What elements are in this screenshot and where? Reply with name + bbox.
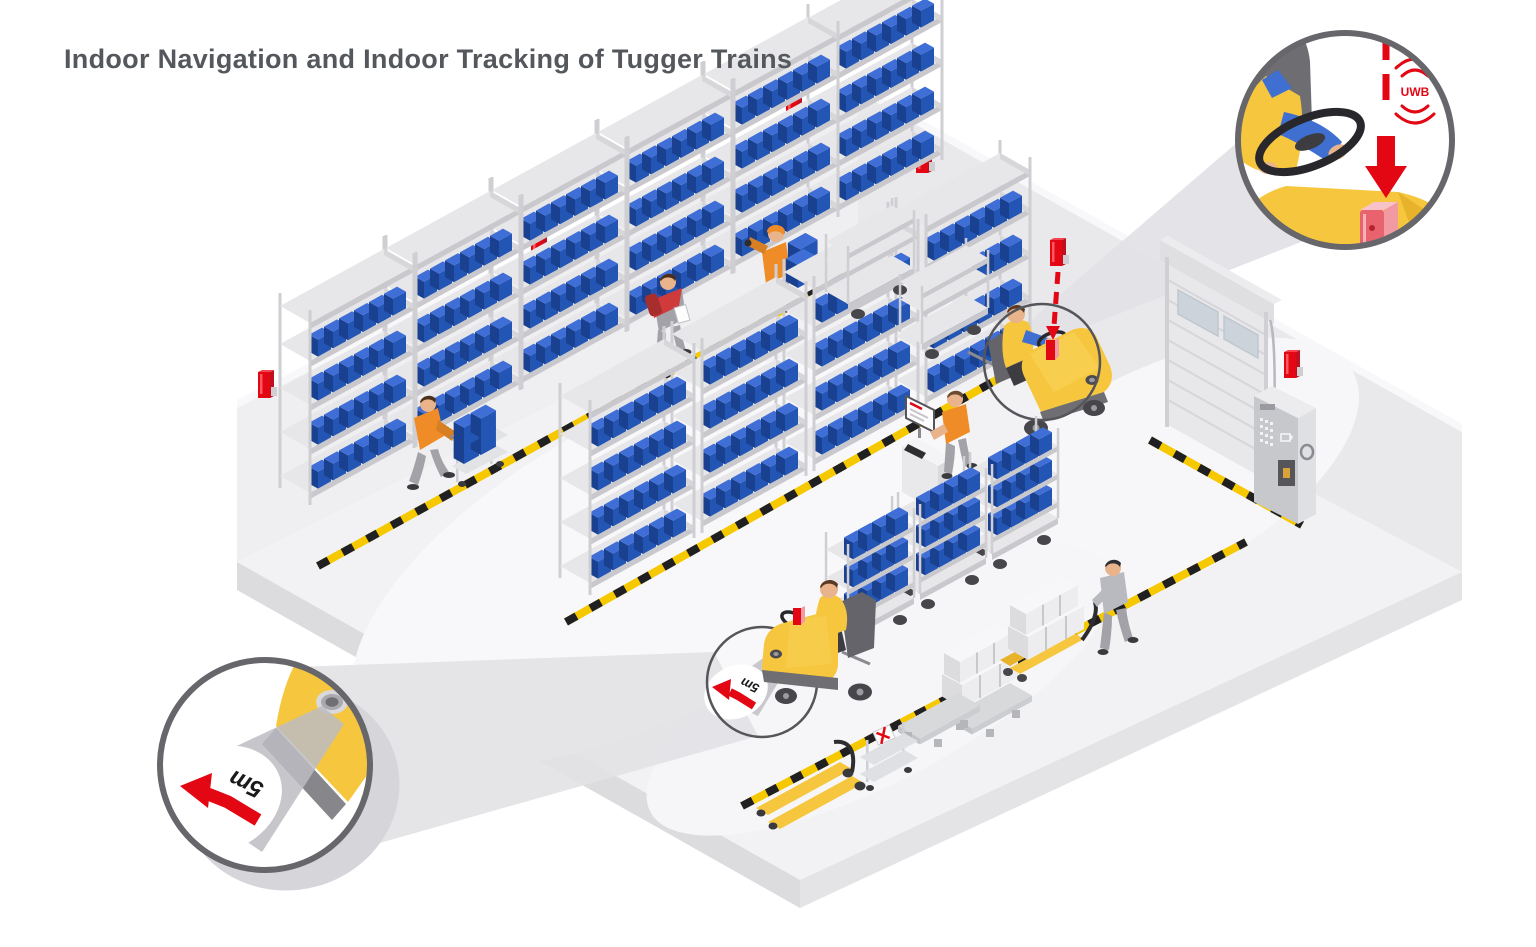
vending-machine [1254,386,1316,524]
tugger-train-bottom: 5m [704,416,1059,739]
projection-arrow-icon [205,787,262,826]
projector-lens-icon [773,652,779,656]
projector-lens-icon [1089,377,1095,383]
driver-seat [840,592,876,658]
uwb-label: UWB [1401,85,1430,99]
worker-pallet-truck [1092,559,1139,655]
uwb-tag-icon [1046,338,1059,360]
worker-at-terminal [930,390,978,479]
keyboard [904,444,926,459]
worker-pulling-cart [407,395,508,490]
callout-circle-border [1235,30,1455,250]
door-roller-housing [1160,240,1274,324]
uwb-ranging-line [1051,271,1061,327]
driver-vest [1239,76,1303,174]
tugger-train-top [825,198,1112,437]
clipboard [673,304,691,324]
hard-hat-icon [767,225,785,235]
pallet-zone [756,559,1139,830]
door-window [1177,288,1219,338]
projection-arrow-icon [728,688,757,710]
projection-distance-label: 5m [738,675,762,697]
backpack [644,293,663,317]
vending-button-grid [1260,418,1273,446]
picking-cart [449,404,508,487]
high-speed-door [1160,236,1282,482]
trolley-with-sign [860,722,918,791]
uwb-tag-icon [793,606,805,625]
hazard-stripe [564,348,1048,626]
callout-floor-projection: 5m [157,657,400,891]
steering-wheel-icon [1255,107,1365,177]
cart-hitch [841,650,871,666]
projector-lens-icon [325,697,339,707]
tracking-highlight-circle [982,302,1102,422]
cart-hitch [967,350,997,368]
hand-pallet-jack [756,739,866,830]
door-window [1223,314,1259,360]
tugger-hood [762,612,838,682]
down-arrow-icon [1377,136,1395,166]
uwb-tag-icon [1360,202,1398,247]
callout-beam-top [996,134,1306,362]
page-title: Indoor Navigation and Indoor Tracking of… [64,44,792,74]
kiosk-side-ring [1299,443,1315,461]
jack-handle [833,739,856,773]
coffee-cup-icon [1280,433,1293,442]
callout-circle-border [157,657,373,873]
down-arrow-icon [1046,326,1060,340]
